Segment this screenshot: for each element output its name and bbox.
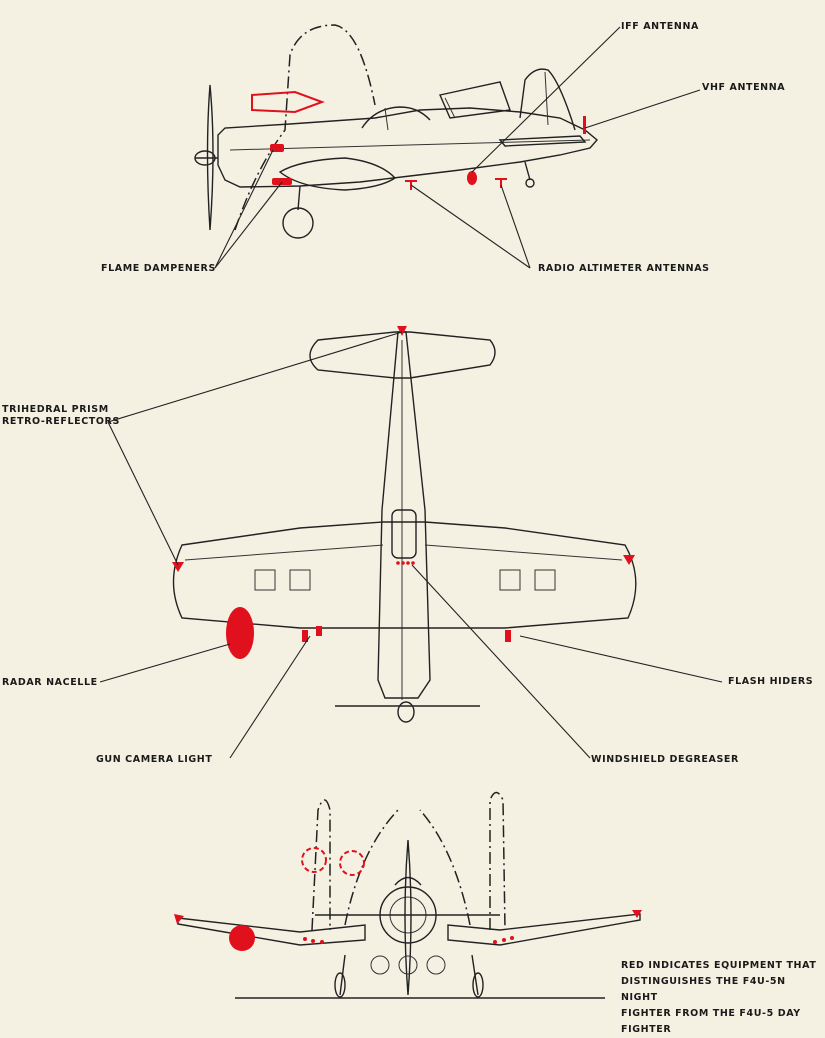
label-retro-reflectors-line2: RETRO-REFLECTORS bbox=[2, 416, 120, 427]
label-flash-hiders: FLASH HIDERS bbox=[728, 676, 814, 687]
label-retro-reflectors-line1: TRIHEDRAL PRISM bbox=[2, 404, 109, 415]
front-red-outline-left bbox=[301, 847, 327, 873]
side-canopy bbox=[361, 106, 431, 129]
side-wing-fold-arc bbox=[234, 24, 376, 231]
side-flame-dampener-lower bbox=[272, 178, 292, 185]
label-iff-antenna: IFF ANTENNA bbox=[621, 21, 699, 32]
side-propeller bbox=[194, 84, 218, 231]
side-main-gear bbox=[282, 185, 314, 239]
front-folded-wing-right-outer bbox=[489, 791, 506, 931]
label-gun-camera-light: GUN CAMERA LIGHT bbox=[96, 754, 213, 765]
front-propeller bbox=[404, 839, 412, 996]
front-red-outline-right bbox=[339, 850, 365, 876]
top-propeller bbox=[335, 701, 480, 723]
label-windshield-degreaser: WINDSHIELD DEGREASER bbox=[591, 754, 739, 765]
top-canopy bbox=[391, 509, 417, 559]
front-flash-hiders bbox=[303, 936, 514, 944]
side-tail-gear bbox=[524, 161, 535, 188]
side-folded-wing bbox=[439, 81, 511, 119]
top-wing bbox=[172, 521, 637, 629]
label-radio-altimeter-antennas: RADIO ALTIMETER ANTENNAS bbox=[538, 263, 710, 274]
front-view bbox=[174, 791, 642, 999]
top-flash-hider-right bbox=[505, 630, 511, 642]
top-retro-reflector-left bbox=[172, 562, 184, 572]
front-radar-nacelle bbox=[229, 925, 255, 951]
front-wing-left bbox=[177, 917, 366, 946]
label-radar-nacelle: RADAR NACELLE bbox=[2, 677, 98, 688]
legend-note-line1: RED INDICATES EQUIPMENT THAT bbox=[621, 960, 817, 971]
front-folded-wing-left-outer bbox=[311, 799, 331, 931]
side-red-outline-nacelle bbox=[251, 90, 325, 114]
top-view bbox=[99, 326, 723, 759]
front-folded-wing-right-inner bbox=[419, 809, 471, 926]
top-horizontal-tail bbox=[309, 331, 496, 379]
top-gun-camera-light bbox=[302, 630, 308, 642]
front-wing-right bbox=[447, 913, 641, 946]
top-retro-reflector-right bbox=[623, 555, 635, 565]
label-vhf-antenna: VHF ANTENNA bbox=[702, 82, 786, 93]
front-folded-wing-left-inner bbox=[344, 809, 399, 926]
top-windshield-degreaser bbox=[396, 561, 415, 565]
front-retro-reflector-right bbox=[632, 910, 642, 918]
side-radio-altimeter-2 bbox=[495, 178, 507, 188]
top-radar-nacelle bbox=[226, 607, 254, 659]
legend-note: RED INDICATES EQUIPMENT THAT DISTINGUISH… bbox=[621, 958, 825, 1038]
legend-note-line3: FIGHTER FROM THE F4U-5 DAY bbox=[621, 1008, 801, 1019]
front-retro-reflector-left bbox=[174, 914, 184, 924]
side-flame-dampener-upper bbox=[270, 144, 284, 152]
top-flash-hider-left bbox=[316, 626, 322, 636]
top-retro-reflector-tail bbox=[397, 326, 407, 336]
side-vertical-tail bbox=[519, 68, 576, 131]
side-wing bbox=[278, 157, 397, 191]
side-fuselage bbox=[217, 107, 598, 188]
side-iff-antenna bbox=[467, 171, 477, 185]
legend-note-line4: FIGHTER bbox=[621, 1024, 672, 1035]
label-flame-dampeners: FLAME DAMPENERS bbox=[101, 263, 216, 274]
legend-note-line2: DISTINGUISHES THE F4U-5N NIGHT bbox=[621, 976, 786, 1003]
side-view bbox=[194, 24, 701, 269]
top-fuselage bbox=[377, 331, 431, 699]
side-vhf-antenna bbox=[583, 116, 586, 134]
